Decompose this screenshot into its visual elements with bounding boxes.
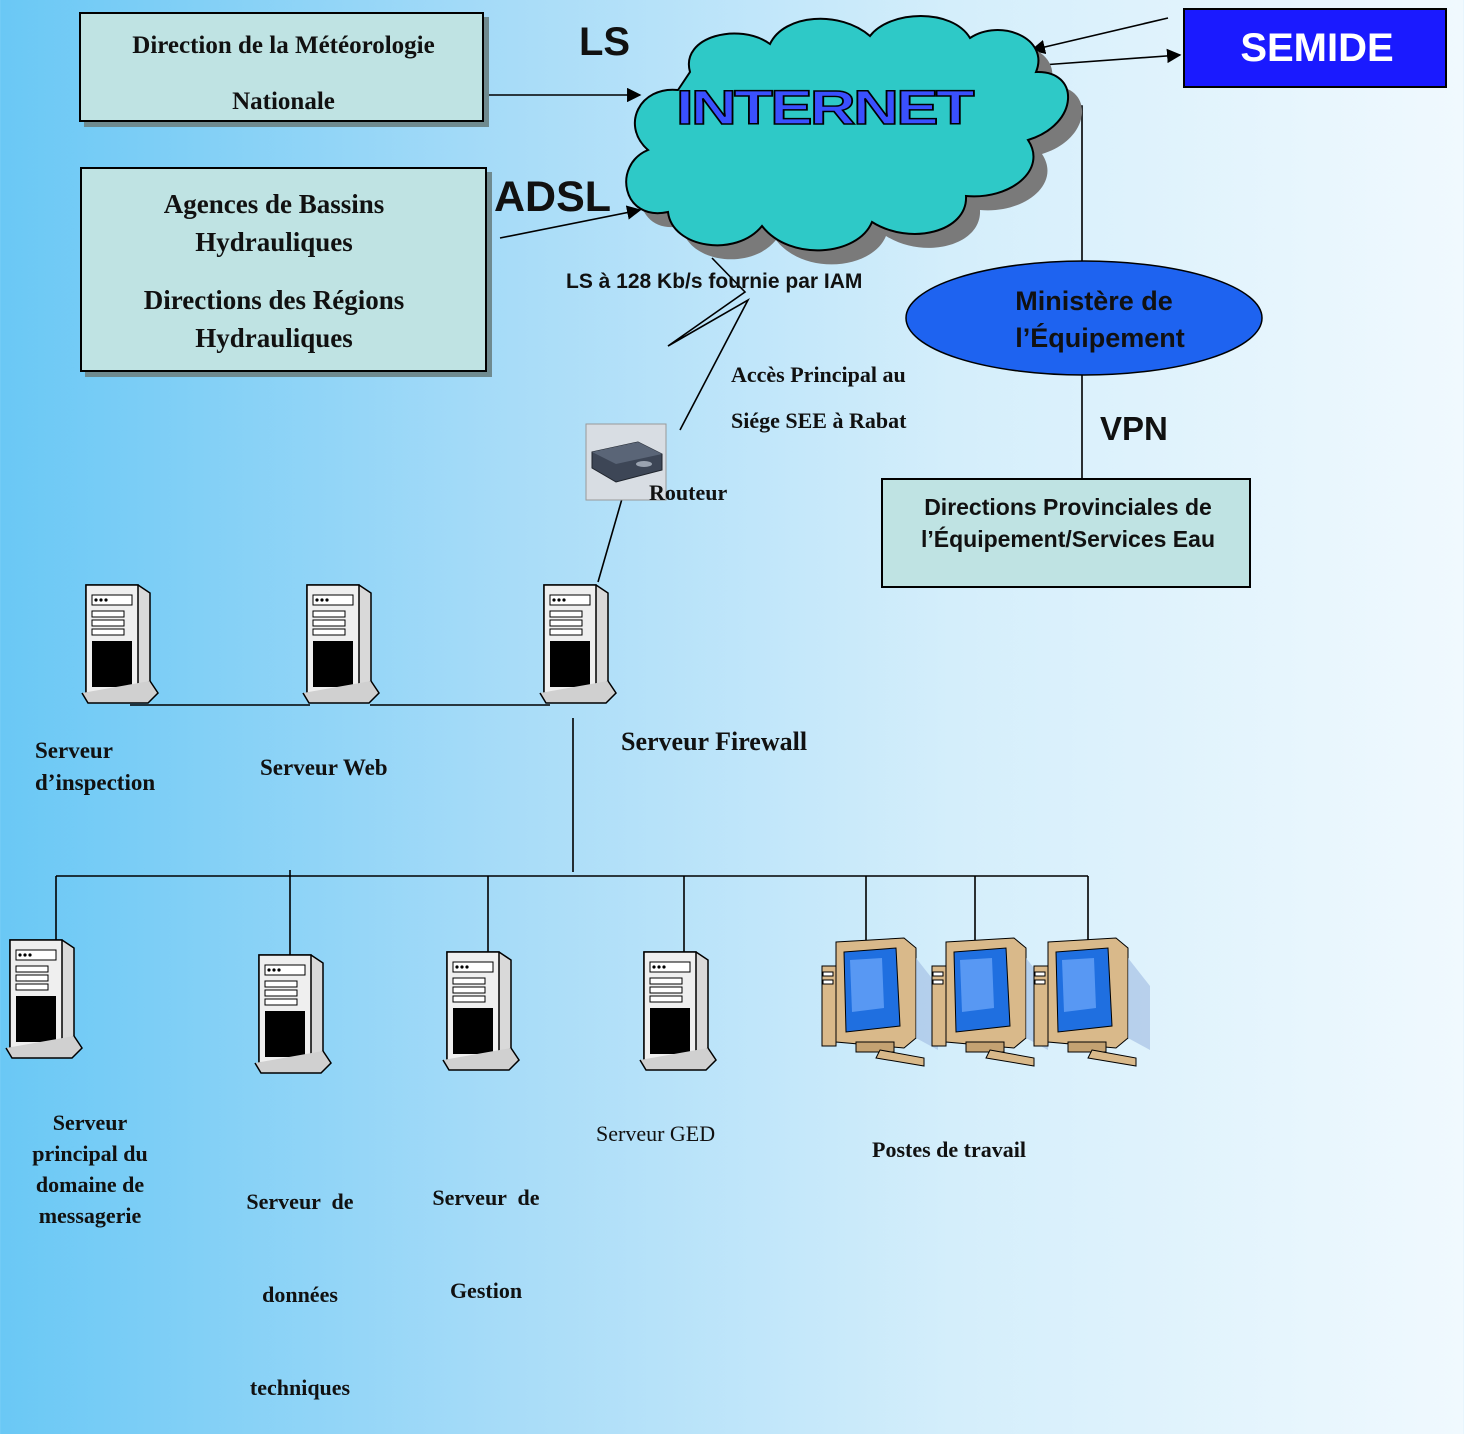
label-vpn: VPN (1100, 410, 1168, 447)
router-icon (585, 423, 667, 501)
donnees-line-1: Serveur de (246, 1189, 354, 1214)
label-routeur: Routeur (649, 480, 728, 505)
label-serveur-ged: Serveur GED (596, 1121, 716, 1146)
arrow-abh-internet (499, 205, 642, 239)
principal-line-3: domaine de (35, 1172, 145, 1197)
server-icon-inspection (81, 584, 159, 704)
donnees-line-3: techniques (249, 1375, 351, 1400)
arrow-semide-internet (1030, 17, 1169, 55)
label-postes-travail: Postes de travail (872, 1137, 1026, 1162)
network-diagram: INTERNET Ministère de l’Équipement (5, 15, 1263, 1074)
drh-label-2: Hydrauliques (195, 323, 353, 353)
label-acces-1: Accès Principal au (731, 362, 906, 387)
abh-label-2: Hydrauliques (195, 227, 353, 257)
abh-label-1: Agences de Bassins (163, 189, 385, 219)
box-semide: SEMIDE (1183, 8, 1447, 88)
dpe-label-1: Directions Provinciales de (924, 494, 1212, 520)
ministere-label-2: l’Équipement (1015, 322, 1185, 353)
label-serveur-gestion: Serveur de Gestion (396, 1120, 576, 1337)
server-icon-ged (639, 951, 717, 1071)
internet-wordart: INTERNET (676, 82, 974, 135)
workstation-icon-1 (821, 937, 939, 1067)
box-direction-meteorologie: Direction de la Météorologie Nationale (79, 12, 484, 122)
arrow-internet-semide (1041, 48, 1182, 66)
gestion-line-2: Gestion (449, 1278, 523, 1303)
dpe-label-2: l’Équipement/Services Eau (920, 526, 1215, 552)
label-serveur-donnees: Serveur de données techniques (210, 1124, 390, 1434)
dmn-label-1: Direction de la Météorologie (132, 32, 435, 59)
workstation-icon-2 (931, 937, 1049, 1067)
principal-line-2: principal du (32, 1141, 148, 1166)
principal-line-1: Serveur (52, 1110, 128, 1135)
box-agences-regions: Agences de Bassins Hydrauliques Directio… (80, 167, 487, 372)
workstation-icon-3 (1033, 937, 1151, 1067)
label-serveur-inspection-2: d’inspection (35, 770, 156, 795)
server-icon-firewall (539, 584, 617, 704)
server-icon-gestion (442, 951, 520, 1071)
dmn-label-2: Nationale (232, 88, 335, 115)
label-serveur-inspection-1: Serveur (35, 738, 113, 763)
link-leased-line (667, 257, 750, 431)
ministere-ellipse (905, 260, 1263, 376)
box-directions-provinciales: Directions Provinciales de l’Équipement/… (881, 478, 1251, 588)
label-serveur-web: Serveur Web (260, 755, 388, 780)
donnees-line-2: données (262, 1282, 338, 1307)
label-acces-2: Siége SEE à Rabat (731, 408, 907, 433)
connector-lines (55, 17, 1182, 955)
label-serveur-firewall: Serveur Firewall (621, 727, 808, 756)
cloud-icon (625, 15, 1083, 265)
ministere-label-1: Ministère de (1015, 286, 1173, 316)
server-icon-principal (5, 939, 83, 1059)
label-ls-iam: LS à 128 Kb/s fournie par IAM (566, 270, 863, 293)
semide-label: SEMIDE (1240, 26, 1394, 70)
label-ls: LS (579, 20, 631, 64)
drh-label-1: Directions des Régions (143, 285, 405, 315)
gestion-line-1: Serveur de (432, 1185, 540, 1210)
principal-line-4: messagerie (38, 1203, 142, 1228)
server-icon-web (302, 584, 380, 704)
server-icon-donnees (254, 954, 332, 1074)
label-adsl: ADSL (494, 173, 612, 221)
label-serveur-principal: Serveur principal du domaine de messager… (0, 1107, 180, 1231)
